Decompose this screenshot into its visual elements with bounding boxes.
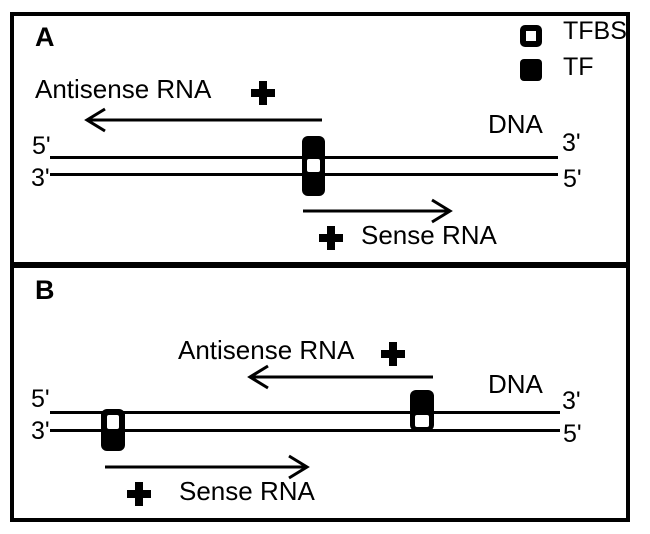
plus-icon [127,482,151,506]
strand-end-top-left: 5' [31,385,50,413]
tfbs-icon [107,415,119,429]
plus-icon [381,342,405,366]
tf-icon [410,390,434,431]
strand-end-bottom-left: 3' [31,164,50,192]
antisense-arrow [84,107,322,133]
panel-b-label: B [35,275,55,305]
antisense-arrow [247,364,433,390]
panel-a: A TFBS TF Antisense RNA 5' 3' DNA 3' 5' [10,12,630,266]
plus-icon [251,81,275,105]
dna-strand-top [50,411,560,414]
sense-rna-label: Sense RNA [361,220,497,250]
antisense-rna-label: Antisense RNA [35,74,212,104]
legend-label-tfbs: TFBS [563,17,627,45]
dna-strand-bottom [50,429,560,432]
tfbs-icon [307,159,320,172]
sense-arrow [105,454,310,480]
strand-end-bottom-right: 5' [563,165,582,193]
strand-end-top-left: 5' [32,132,51,160]
plus-icon [319,226,343,250]
strand-end-bottom-left: 3' [31,417,50,445]
panel-b: B Antisense RNA 5' 3' DNA 3' 5' Sense RN… [10,264,630,522]
sense-rna-label: Sense RNA [179,476,315,506]
strand-end-top-right: 3' [562,129,581,157]
dna-label: DNA [488,109,543,139]
tfbs-icon [415,415,429,427]
sense-arrow [303,198,453,224]
antisense-rna-label: Antisense RNA [178,335,355,365]
tf-icon [101,409,125,451]
strand-end-bottom-right: 5' [563,420,582,448]
strand-end-top-right: 3' [562,387,581,415]
dna-label: DNA [488,369,543,399]
panel-a-label: A [35,22,55,52]
tf-icon [302,136,325,196]
tf-icon [520,59,542,81]
legend-label-tf: TF [563,53,594,81]
tfbs-icon [520,25,542,47]
